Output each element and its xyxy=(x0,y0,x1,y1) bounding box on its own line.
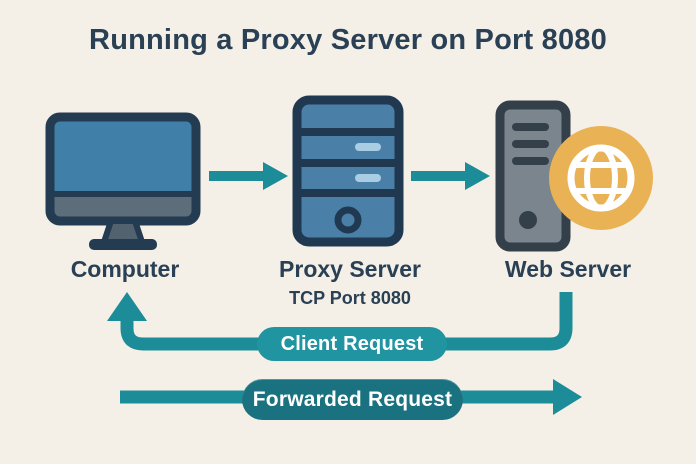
node-sublabel-tcp-port: TCP Port 8080 xyxy=(289,288,411,308)
node-label-proxy-server: Proxy Server xyxy=(279,256,421,282)
vent-slat xyxy=(512,157,549,165)
server-tower-icon xyxy=(292,95,404,247)
node-label-computer: Computer xyxy=(70,256,180,282)
globe-icon xyxy=(549,126,653,230)
drive-slot-light xyxy=(355,143,381,151)
arrow-proxy-to-web-icon xyxy=(411,162,490,190)
diagram-title: Running a Proxy Server on Port 8080 xyxy=(89,24,607,56)
drive-slot-light xyxy=(355,174,381,182)
forwarded-request-pill: Forwarded Request xyxy=(242,379,463,420)
globe-badge xyxy=(549,126,653,230)
power-button xyxy=(334,206,362,234)
monitor-bezel xyxy=(53,197,193,217)
node-label-web-server: Web Server xyxy=(504,256,632,282)
client-request-arrowhead-icon xyxy=(107,292,147,321)
desktop-monitor-icon xyxy=(45,112,201,250)
monitor-base xyxy=(89,239,157,250)
power-button xyxy=(519,211,537,229)
arrow-computer-to-proxy-icon xyxy=(209,162,288,190)
monitor-bezel-divider xyxy=(53,191,193,197)
forwarded-request-arrowhead-icon xyxy=(553,379,582,415)
vent-slat xyxy=(512,123,549,131)
client-request-pill: Client Request xyxy=(257,327,447,361)
vent-slat xyxy=(512,140,549,148)
